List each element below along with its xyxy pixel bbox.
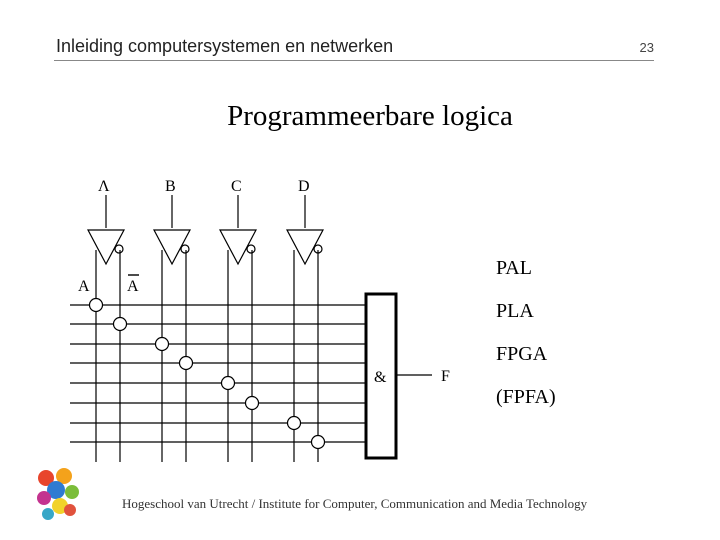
buffer-a (87, 229, 125, 266)
fuse-connection (244, 395, 260, 411)
fuse-connection (310, 434, 326, 450)
footer-text: Hogeschool van Utrecht / Institute for C… (122, 496, 588, 511)
fuse-connection (154, 336, 170, 352)
input-label-a: Λ (98, 178, 110, 195)
fuse-connection (112, 316, 128, 332)
input-label-d: D (298, 178, 310, 195)
header-title: Inleiding computersystemen en netwerken (56, 36, 394, 56)
buffer-b (153, 229, 191, 266)
output-label: F (441, 368, 450, 385)
input-label-b: B (165, 178, 176, 195)
buffer-c (219, 229, 257, 266)
inverter-bubble-c (246, 244, 256, 254)
inverter-bubble-d (313, 244, 323, 254)
rail-label-inverted: A (127, 278, 139, 295)
input-label-c: C (231, 178, 242, 195)
term-item: PAL (496, 257, 532, 279)
fuse-connection (220, 375, 236, 391)
term-item: PLA (496, 300, 534, 322)
slide-title: Programmeerbare logica (227, 100, 513, 132)
rail-label-true: A (78, 278, 90, 295)
fuse-connection (88, 297, 104, 313)
term-item: (FPFA) (496, 386, 556, 408)
school-logo (37, 468, 79, 520)
header-rule (54, 60, 654, 61)
and-symbol: & (374, 369, 387, 386)
fuse-connection (178, 355, 194, 371)
inverter-bubble-b (180, 244, 190, 254)
fuse-connection (286, 415, 302, 431)
page-number: 23 (639, 40, 654, 55)
term-list: PAL PLA FPGA (FPFA) (496, 256, 556, 428)
term-item: FPGA (496, 343, 548, 365)
and-gate (364, 292, 398, 460)
inverter-bubble-a (114, 244, 124, 254)
